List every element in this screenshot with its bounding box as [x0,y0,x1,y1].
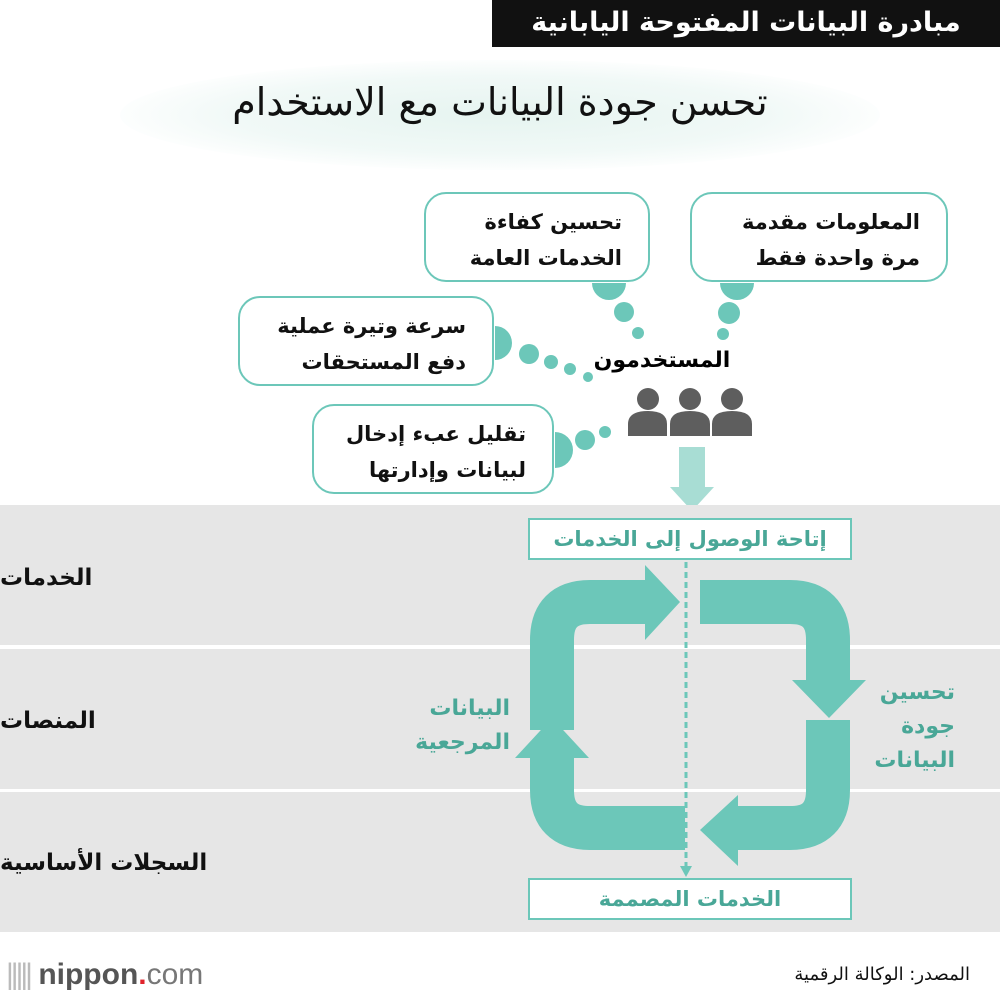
dot [544,355,558,369]
arrowhead [792,680,866,718]
label-line: المرجعية [415,730,510,755]
dot [583,372,593,382]
layer-label: الخدمات [0,565,93,591]
logo-bars-icon: ||||| [6,958,33,991]
down-arrow-icon [670,447,714,511]
bubble-reduce-burden: تقليل عبء إدخال لبيانات وإدارتها [312,404,554,494]
label-line: تحسين [879,680,955,705]
dot [599,426,611,438]
arrow-bottom-right [735,720,850,850]
bubble-line: المعلومات مقدمة [741,210,920,234]
logo-tld: com [146,958,204,991]
dot [555,432,573,468]
bubble-line: مرة واحدة فقط [755,246,920,270]
arrowhead [700,795,738,866]
designed-services-box: الخدمات المصممة [528,878,852,920]
bubble-once-only: المعلومات مقدمة مرة واحدة فقط [690,192,948,282]
page-title: تحسن جودة البيانات مع الاستخدام [232,80,768,124]
arrowhead [645,565,680,640]
arrow-top-right [700,580,850,685]
nippon-logo: ||||| nippon.com [6,958,203,992]
label-line: البيانات [429,696,510,721]
dot [717,328,729,340]
title-glow [120,60,880,170]
reference-data-label: البيانات المرجعية [395,692,510,760]
dot [575,430,595,450]
arrow-bottom-left [530,755,685,850]
dotted-arrowhead [680,866,692,877]
bubble-line: الخدمات العامة [469,246,622,270]
arrowhead [515,718,589,758]
bubble-line: لبيانات وإدارتها [368,458,526,482]
logo-dot: . [138,958,147,991]
bubble-line: سرعة وتيرة عملية [277,314,466,338]
source-text: المصدر: الوكالة الرقمية [794,964,970,985]
dot [592,283,626,300]
arrow-top-left [530,580,650,730]
users-icon [628,388,752,436]
users-label: المستخدمون [593,348,731,373]
data-quality-label: تحسين جودة البيانات [860,676,955,778]
bubble-line: تقليل عبء إدخال [345,422,526,446]
dot [495,326,512,360]
dot [718,302,740,324]
label-line: البيانات [874,748,955,773]
dot [614,302,634,322]
layer-label: السجلات الأساسية [0,850,208,876]
bubble-payment-speed: سرعة وتيرة عملية دفع المستحقات [238,296,494,386]
bubble-line: دفع المستحقات [301,350,466,374]
dot [632,327,644,339]
dot [519,344,539,364]
bubble-line: تحسين كفاءة [484,210,622,234]
header-banner: مبادرة البيانات المفتوحة اليابانية [492,0,1000,47]
dot [564,363,576,375]
access-services-box: إتاحة الوصول إلى الخدمات [528,518,852,560]
layer-label: المنصات [0,708,96,734]
logo-main-text: nippon [38,958,139,991]
label-line: جودة [901,714,955,739]
bubble-efficiency: تحسين كفاءة الخدمات العامة [424,192,650,282]
dot [720,283,754,300]
